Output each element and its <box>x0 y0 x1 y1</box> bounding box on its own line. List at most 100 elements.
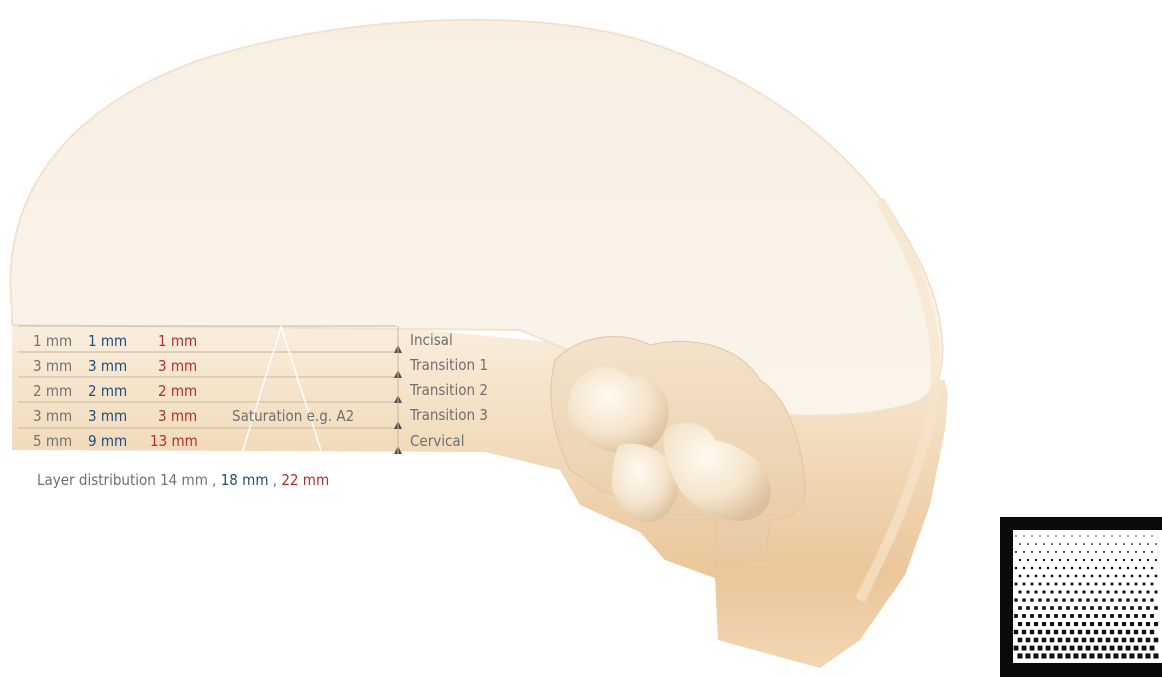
halftone-dot <box>1138 606 1142 610</box>
halftone-dot <box>1126 614 1130 618</box>
halftone-dot <box>1039 535 1040 536</box>
halftone-dot <box>1118 630 1122 634</box>
halftone-dot <box>1022 614 1026 618</box>
halftone-dot <box>1155 559 1157 561</box>
halftone-dot <box>1026 622 1030 626</box>
distribution-value-14: 14 mm <box>160 471 208 489</box>
halftone-dot <box>1038 630 1042 634</box>
layer-5-thickness-22: 13 mm <box>150 432 198 450</box>
halftone-dot <box>1155 543 1157 545</box>
halftone-dot <box>1102 630 1106 634</box>
halftone-dot <box>1126 646 1131 651</box>
halftone-dot <box>1115 543 1117 545</box>
halftone-dot <box>1054 614 1058 618</box>
halftone-dot <box>1070 598 1073 601</box>
halftone-dot <box>1114 622 1118 626</box>
layer-4-thickness-22: 3 mm <box>158 407 197 425</box>
halftone-dot <box>1014 614 1018 618</box>
halftone-dot <box>1119 583 1122 586</box>
halftone-dot <box>1035 559 1037 561</box>
halftone-dot <box>1147 591 1150 594</box>
halftone-dot <box>1075 591 1078 594</box>
halftone-dot <box>1015 535 1016 536</box>
halftone-dot <box>1055 567 1057 569</box>
layer-2-thickness-18: 3 mm <box>88 357 127 375</box>
halftone-dot <box>1122 606 1126 610</box>
halftone-dot <box>1135 535 1136 536</box>
halftone-dot <box>1050 606 1054 610</box>
halftone-dot <box>1065 653 1070 658</box>
halftone-dot <box>1114 606 1118 610</box>
halftone-dot <box>1090 622 1094 626</box>
halftone-dot <box>1059 559 1061 561</box>
halftone-dot <box>1134 598 1137 601</box>
halftone-dot <box>1107 591 1110 594</box>
halftone-dot <box>1067 543 1069 545</box>
halftone-dot <box>1025 653 1030 658</box>
halftone-dot <box>1089 653 1094 658</box>
halftone-dot <box>1138 638 1143 643</box>
halftone-dot <box>1150 598 1153 601</box>
halftone-dot <box>1150 630 1154 634</box>
halftone-dot <box>1030 598 1033 601</box>
halftone-dot <box>1095 535 1096 536</box>
halftone-dot <box>1057 653 1062 658</box>
halftone-dot <box>1142 630 1146 634</box>
halftone-dot <box>1019 559 1021 561</box>
halftone-dot <box>1043 559 1045 561</box>
halftone-dot <box>1150 614 1154 618</box>
halftone-dot <box>1030 614 1034 618</box>
halftone-dot <box>1111 535 1112 536</box>
halftone-dot <box>1110 598 1113 601</box>
halftone-dot <box>1123 559 1125 561</box>
halftone-dot <box>1123 591 1126 594</box>
halftone-dot <box>1118 614 1122 618</box>
halftone-dot <box>1113 653 1118 658</box>
halftone-dot <box>1151 567 1153 569</box>
halftone-dot <box>1139 575 1142 578</box>
layer-4-thickness-14: 3 mm <box>33 407 72 425</box>
halftone-dot <box>1027 543 1029 545</box>
halftone-dot <box>1114 638 1119 643</box>
halftone-dot <box>1082 622 1086 626</box>
halftone-dot <box>1079 583 1082 586</box>
halftone-dot <box>1143 535 1144 536</box>
halftone-dot <box>1139 591 1142 594</box>
halftone-dot <box>1130 606 1134 610</box>
halftone-dot <box>1067 559 1069 561</box>
distribution-prefix: Layer distribution <box>37 471 160 489</box>
halftone-dot <box>1078 614 1082 618</box>
halftone-dot <box>1070 630 1074 634</box>
halftone-dot <box>1131 575 1134 578</box>
halftone-dot <box>1079 567 1081 569</box>
halftone-dot <box>1107 575 1110 578</box>
halftone-dot <box>1103 567 1105 569</box>
layer-row: 3 mm 3 mm 3 mm Saturation e.g. A2 Transi… <box>33 406 488 425</box>
halftone-dot <box>1023 551 1025 553</box>
halftone-dot <box>1099 575 1102 578</box>
distribution-separator: , <box>273 471 282 489</box>
halftone-dot <box>1042 638 1047 643</box>
halftone-dot <box>1014 598 1017 601</box>
halftone-dot <box>1067 575 1070 578</box>
halftone-dot <box>1035 543 1037 545</box>
halftone-dot <box>1087 567 1089 569</box>
halftone-dot <box>1094 614 1098 618</box>
halftone-dot <box>1086 614 1090 618</box>
halftone-dot <box>1155 591 1158 594</box>
halftone-dot <box>1046 598 1049 601</box>
halftone-dot <box>1030 646 1035 651</box>
halftone-dot <box>1079 551 1081 553</box>
halftone-dot <box>1082 638 1087 643</box>
halftone-dot <box>1127 535 1128 536</box>
halftone-dot <box>1066 622 1070 626</box>
halftone-dot <box>1051 575 1054 578</box>
halftone-dot <box>1049 653 1054 658</box>
halftone-dot <box>1110 614 1114 618</box>
halftone-dot <box>1111 583 1114 586</box>
halftone-dot <box>1103 535 1104 536</box>
halftone-dot <box>1071 535 1072 536</box>
halftone-dot <box>1075 543 1077 545</box>
halftone-dot <box>1121 653 1126 658</box>
